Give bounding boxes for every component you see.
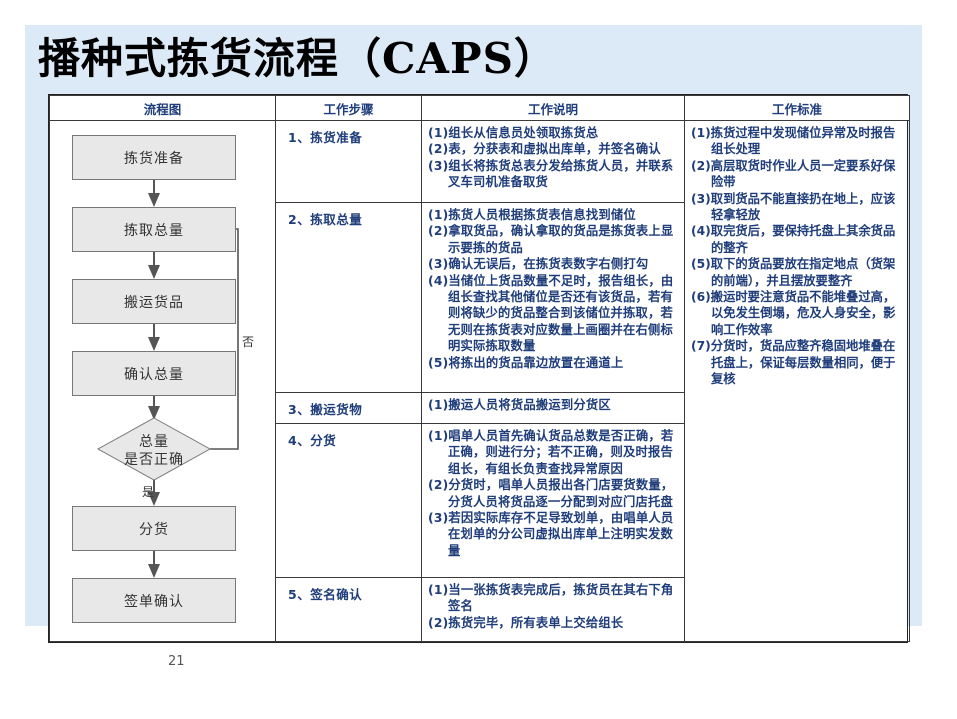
flow-node-prep: 拣货准备 <box>72 135 236 180</box>
list-item: (2)拣货完毕，所有表单上交给组长 <box>428 615 624 630</box>
list-item: (5)将拣出的货品靠边放置在通道上 <box>428 355 624 370</box>
flow-node-label: 分货 <box>139 521 169 538</box>
description-cell: (1)当一张拣货表完成后，拣货员在其右下角签名 (2)拣货完毕，所有表单上交给组… <box>421 577 685 642</box>
flow-node-confirm: 确认总量 <box>72 351 236 396</box>
list-item: (1)拣货人员根据拣货表信息找到储位 <box>428 207 636 222</box>
list-item: (1)当一张拣货表完成后，拣货员在其右下角签名 <box>428 583 674 614</box>
flow-decision-label: 总量 是否正确 <box>84 433 224 469</box>
flow-node-split: 分货 <box>72 506 236 551</box>
list-item: (1)拣货过程中发现储位异常及时报告组长处理 <box>691 126 896 157</box>
flow-node-sign: 签单确认 <box>72 578 236 623</box>
flowchart-diagram: 拣货准备 拣取总量 搬运货品 确认总量 总量 是否正确 <box>50 121 275 641</box>
page-title: 播种式拣货流程（CAPS） <box>38 34 557 83</box>
list-item: (2)拿取货品，确认拿取的货品是拣货表上显示要拣的货品 <box>428 224 674 255</box>
process-table: 流程图 工作步骤 工作说明 工作标准 <box>48 94 910 643</box>
column-header-flowchart: 流程图 <box>49 95 276 121</box>
description-cell: (1)唱单人员首先确认货品总数是否正确，若正确，则进行分；若不正确，则及时报告组… <box>421 422 685 579</box>
list-item: (1)搬运人员将货品搬运到分货区 <box>428 398 611 413</box>
list-item: (1)组长从信息员处领取拣货总 <box>428 126 599 140</box>
step-cell: 3、搬运货物 <box>275 392 422 424</box>
flow-node-label: 拣货准备 <box>124 150 184 167</box>
step-title: 5、签名确认 <box>288 587 363 602</box>
description-list: (1)当一张拣货表完成后，拣货员在其右下角签名 (2)拣货完毕，所有表单上交给组… <box>422 578 684 635</box>
flow-node-label: 确认总量 <box>124 366 184 383</box>
table-row: 4、分货 (1)唱单人员首先确认货品总数是否正确，若正确，则进行分；若不正确，则… <box>50 422 910 579</box>
flow-node-label: 签单确认 <box>124 593 184 610</box>
step-title: 4、分货 <box>288 432 337 448</box>
flow-node-pick: 拣取总量 <box>72 207 236 252</box>
flow-node-label: 拣取总量 <box>124 222 184 239</box>
step-cell: 2、拣取总量 <box>275 201 422 394</box>
column-header-standard: 工作标准 <box>684 95 910 121</box>
list-item: (2)分货时，唱单人员报出各门店要货数量，分货人员将货品逐一分配到对应门店托盘 <box>428 478 674 509</box>
list-item: (6)搬运时要注意货品不能堆叠过高，以免发生倒塌，危及人身安全，影响工作效率 <box>691 290 896 337</box>
list-item: (7)分货时，货品应整齐稳固地堆叠在托盘上，保证每层数量相同，便于复核 <box>691 339 896 387</box>
step-cell: 1、拣货准备 <box>275 120 422 203</box>
description-list: (1)唱单人员首先确认货品总数是否正确，若正确，则进行分；若不正确，则及时报告组… <box>422 424 684 563</box>
list-item: (4)取完货后，要保持托盘上其余货品的整齐 <box>691 224 896 255</box>
standard-list: (1)拣货过程中发现储位异常及时报告组长处理 (2)高层取货时作业人员一定要系好… <box>685 121 909 392</box>
description-cell: (1)组长从信息员处领取拣货总 (2)表，分获表和虚拟出库单，并签名确认 (3)… <box>421 120 685 203</box>
table-row: 拣货准备 拣取总量 搬运货品 确认总量 总量 是否正确 <box>49 120 910 642</box>
list-item: (3)组长将拣货总表分发给拣货人员，并联系叉车司机准备取货 <box>428 158 674 190</box>
flow-node-move: 搬运货品 <box>72 279 236 324</box>
step-title: 2、拣取总量 <box>288 211 363 227</box>
description-list: (1)拣货人员根据拣货表信息找到储位 (2)拿取货品，确认拿取的货品是拣货表上显… <box>422 203 684 375</box>
list-item: (1)唱单人员首先确认货品总数是否正确，若正确，则进行分；若不正确，则及时报告组… <box>428 428 674 476</box>
list-item: (3)确认无误后，在拣货表数字右侧打勾 <box>428 257 649 272</box>
step-title: 3、搬运货物 <box>288 402 363 418</box>
flowchart-cell: 拣货准备 拣取总量 搬运货品 确认总量 总量 是否正确 <box>49 120 276 642</box>
column-header-description: 工作说明 <box>421 95 685 121</box>
table-row: 3、搬运货物 (1)搬运人员将货品搬运到分货区 <box>50 392 910 424</box>
list-item: (4)当储位上货品数量不足时，报告组长，由组长查找其他储位是否还有该货品，若有则… <box>428 273 674 354</box>
table-header-row: 流程图 工作步骤 工作说明 工作标准 <box>49 95 910 121</box>
list-item: (3)若因实际库存不足导致划单，由唱单人员在划单的分公司虚拟出库单上注明实发数量 <box>428 510 674 558</box>
flow-decision-line1: 总量 <box>139 434 169 450</box>
list-item: (3)取到货品不能直接扔在地上，应该轻拿轻放 <box>691 191 896 223</box>
standard-cell: (1)拣货过程中发现储位异常及时报告组长处理 (2)高层取货时作业人员一定要系好… <box>684 120 910 642</box>
list-item: (5)取下的货品要放在指定地点（货架的前端），并且摆放要整齐 <box>691 257 896 288</box>
flow-node-label: 搬运货品 <box>124 294 184 311</box>
step-title: 1、拣货准备 <box>288 130 363 145</box>
description-list: (1)搬运人员将货品搬运到分货区 <box>422 393 684 417</box>
description-cell: (1)拣货人员根据拣货表信息找到储位 (2)拿取货品，确认拿取的货品是拣货表上显… <box>421 201 685 394</box>
flow-edge-label-yes: 是 <box>142 485 155 499</box>
flow-decision-line2: 是否正确 <box>124 452 184 468</box>
page-number: 21 <box>168 654 185 669</box>
column-header-steps: 工作步骤 <box>275 95 422 121</box>
description-list: (1)组长从信息员处领取拣货总 (2)表，分获表和虚拟出库单，并签名确认 (3)… <box>422 121 684 195</box>
list-item: (2)高层取货时作业人员一定要系好保险带 <box>691 158 896 190</box>
flow-edge-label-no: 否 <box>242 335 255 349</box>
step-cell: 5、签名确认 <box>275 577 422 642</box>
description-cell: (1)搬运人员将货品搬运到分货区 <box>421 392 685 424</box>
table-row: 2、拣取总量 (1)拣货人员根据拣货表信息找到储位 (2)拿取货品，确认拿取的货… <box>50 201 910 394</box>
table-row: 5、签名确认 (1)当一张拣货表完成后，拣货员在其右下角签名 (2)拣货完毕，所… <box>50 577 910 642</box>
list-item: (2)表，分获表和虚拟出库单，并签名确认 <box>428 142 661 157</box>
step-cell: 4、分货 <box>275 422 422 579</box>
